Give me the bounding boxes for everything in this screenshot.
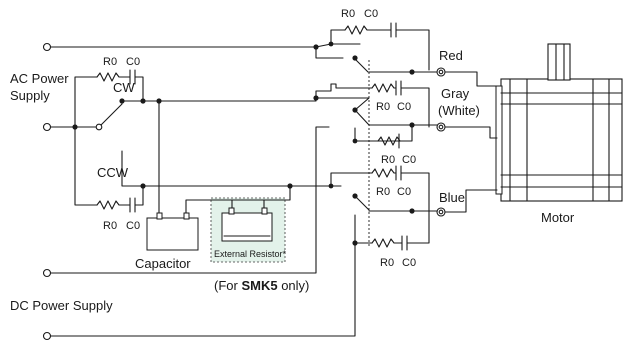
capacitor-label: Capacitor <box>135 256 191 271</box>
rc-label-c0-blue-upper: C0 <box>397 186 411 198</box>
rc-label-r0-ccw: R0 <box>103 220 117 232</box>
rc-label-r0-gray-lower: R0 <box>381 154 395 166</box>
gray-wire-label: Gray <box>441 86 470 101</box>
motor-label: Motor <box>541 210 575 225</box>
external-resistor-body <box>221 212 273 242</box>
ac-power-label-line1: AC Power <box>10 71 69 86</box>
dc-power-label: DC Power Supply <box>10 298 113 313</box>
rc-label-r0-top: R0 <box>341 8 355 20</box>
rc-label-c0-gray-lower: C0 <box>402 154 416 166</box>
capacitor-body <box>146 217 199 251</box>
rc-label-r0-blue-upper: R0 <box>376 186 390 198</box>
capacitor-terminal-right <box>183 212 190 220</box>
rc-label-r0-gray-upper: R0 <box>376 101 390 113</box>
capacitor-terminal-left <box>156 212 163 220</box>
red-wire-label: Red <box>439 48 463 63</box>
rc-label-c0-blue-lower: C0 <box>402 257 416 269</box>
ac-power-label-line2: Supply <box>10 88 50 103</box>
dc-terminal-bottom <box>42 331 52 341</box>
smk5-note: (For SMK5 only) <box>214 278 309 293</box>
ac-terminal-bottom <box>42 122 52 132</box>
ccw-label: CCW <box>97 165 129 180</box>
rc-label-c0-cw: C0 <box>126 56 140 68</box>
white-wire-label: (White) <box>438 103 480 118</box>
relay-top-arm <box>354 58 369 73</box>
dc-terminal-top <box>42 268 52 278</box>
rc-label-r0-blue-lower: R0 <box>380 257 394 269</box>
rc-label-r0-cw: R0 <box>103 56 117 68</box>
rc-label-c0-top: C0 <box>364 8 378 20</box>
cw-ccw-switch-arm <box>98 103 123 128</box>
rc-label-c0-ccw: C0 <box>126 220 140 232</box>
motor <box>495 43 623 202</box>
relay-blue-arm <box>354 195 370 211</box>
external-resistor-label: External Resistor* <box>214 249 287 259</box>
blue-wire-label: Blue <box>439 190 465 205</box>
ac-terminal-top <box>42 42 52 52</box>
rc-label-c0-gray-upper: C0 <box>397 101 411 113</box>
resistor-terminal-right <box>261 207 268 215</box>
cw-label: CW <box>113 80 135 95</box>
resistor-terminal-left <box>228 207 235 215</box>
